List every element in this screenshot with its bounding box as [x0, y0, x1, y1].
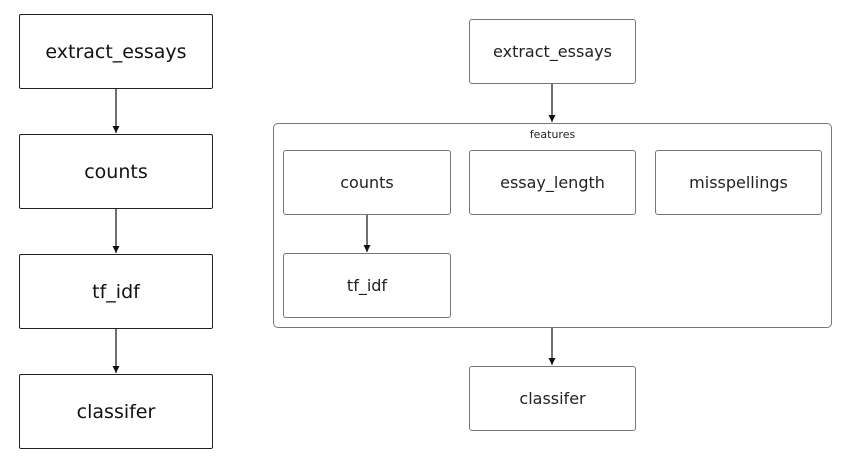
features-group-label: features: [529, 128, 576, 141]
node-label: extract_essays: [493, 42, 612, 61]
features-group: features: [273, 123, 832, 328]
right-node-counts: counts: [283, 150, 451, 215]
left-node-counts: counts: [19, 134, 213, 209]
right-node-extract-essays: extract_essays: [469, 19, 636, 84]
right-node-tf-idf: tf_idf: [283, 253, 451, 318]
node-label: essay_length: [500, 173, 605, 192]
node-label: tf_idf: [346, 276, 388, 295]
left-node-extract-essays: extract_essays: [19, 14, 213, 89]
right-node-misspellings: misspellings: [655, 150, 822, 215]
right-node-classifier: classifer: [469, 366, 636, 431]
left-node-tf-idf: tf_idf: [19, 254, 213, 329]
left-node-classifier: classifer: [19, 374, 213, 449]
node-label: tf_idf: [92, 280, 140, 303]
node-label: counts: [84, 160, 148, 183]
right-node-essay-length: essay_length: [469, 150, 636, 215]
node-label: misspellings: [689, 173, 788, 192]
node-label: classifer: [76, 400, 156, 423]
node-label: extract_essays: [45, 40, 187, 63]
node-label: classifer: [519, 389, 586, 408]
node-label: counts: [340, 173, 394, 192]
